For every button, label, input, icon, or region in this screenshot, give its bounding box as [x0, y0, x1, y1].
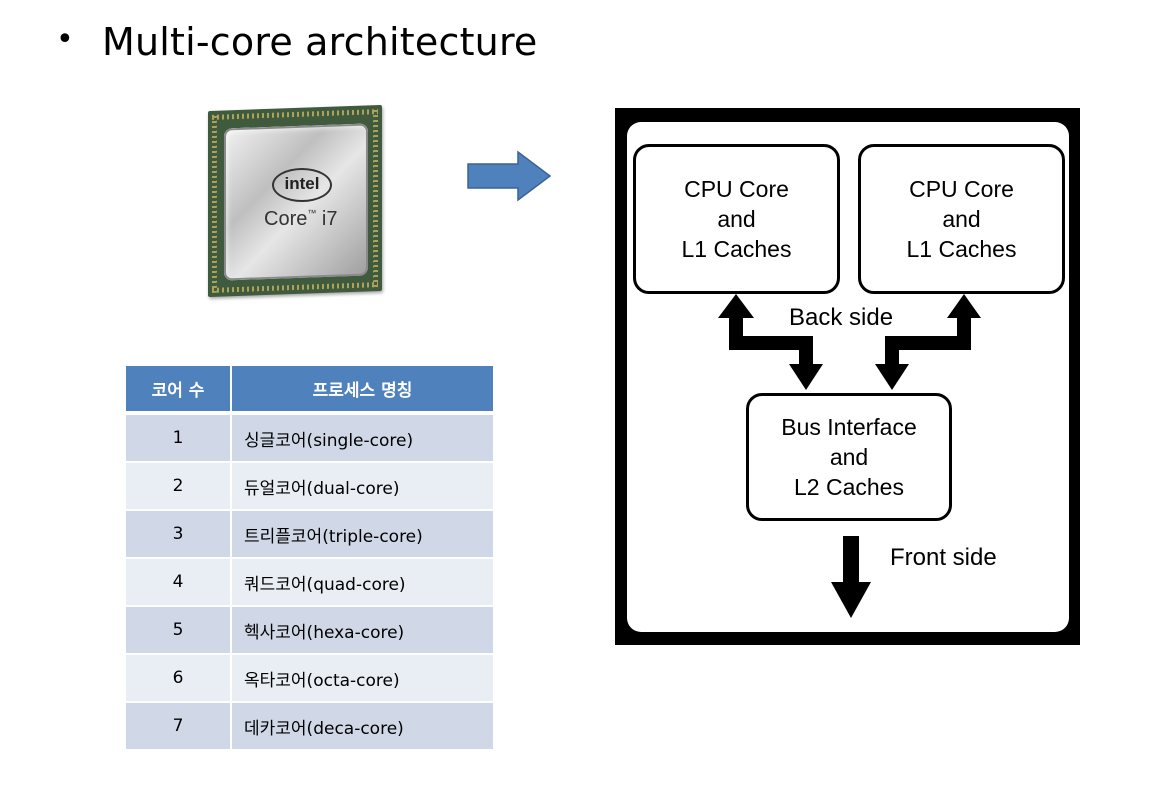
table-row: 4 쿼드코어(quad-core)	[126, 558, 493, 606]
chip-brand-logo: intel	[272, 168, 332, 202]
header-core-count: 코어 수	[126, 366, 232, 414]
core1-line-1: CPU Core	[684, 176, 789, 202]
core2-line-1: CPU Core	[909, 176, 1014, 202]
core1-line-3: L1 Caches	[681, 236, 792, 262]
cell-core-count: 2	[126, 462, 232, 510]
cpu-chip-image: intel Core™ i7	[208, 104, 384, 298]
front-side-arrow-icon	[831, 536, 871, 618]
cell-process-name: 옥타코어(octa-core)	[232, 654, 493, 702]
cell-process-name: 데카코어(deca-core)	[232, 702, 493, 750]
table-row: 6 옥타코어(octa-core)	[126, 654, 493, 702]
cell-process-name: 트리플코어(triple-core)	[232, 510, 493, 558]
cell-core-count: 4	[126, 558, 232, 606]
cpu-core-2-box: CPU Core and L1 Caches	[858, 144, 1065, 294]
cell-process-name: 헥사코어(hexa-core)	[232, 606, 493, 654]
core2-line-3: L1 Caches	[906, 236, 1017, 262]
cell-core-count: 7	[126, 702, 232, 750]
table-row: 7 데카코어(deca-core)	[126, 702, 493, 750]
core1-line-2: and	[717, 206, 756, 232]
title-bullet: •	[56, 22, 74, 57]
core2-line-2: and	[942, 206, 981, 232]
core-count-table: 코어 수 프로세스 명칭 1 싱글코어(single-core) 2 듀얼코어(…	[126, 366, 493, 750]
back-side-right-arrow-icon	[875, 294, 981, 390]
multicore-block-diagram: CPU Core and L1 Caches CPU Core and L1 C…	[615, 108, 1080, 645]
chip-model-label: Core™ i7	[264, 208, 338, 230]
cell-core-count: 6	[126, 654, 232, 702]
bus-line-3: L2 Caches	[794, 474, 904, 500]
table-row: 3 트리플코어(triple-core)	[126, 510, 493, 558]
table-header-row: 코어 수 프로세스 명칭	[126, 366, 493, 414]
chip-heat-spreader	[224, 123, 368, 281]
table-row: 2 듀얼코어(dual-core)	[126, 462, 493, 510]
slide-title: Multi-core architecture	[102, 20, 538, 64]
back-side-label: Back side	[789, 304, 894, 331]
header-process-name: 프로세스 명칭	[232, 366, 493, 414]
cell-process-name: 싱글코어(single-core)	[232, 414, 493, 462]
diagram-arrows	[718, 294, 981, 618]
table-row: 1 싱글코어(single-core)	[126, 414, 493, 462]
cell-core-count: 1	[126, 414, 232, 462]
right-arrow-icon	[467, 150, 552, 202]
table-row: 5 헥사코어(hexa-core)	[126, 606, 493, 654]
bus-line-1: Bus Interface	[781, 414, 917, 440]
cpu-core-1-box: CPU Core and L1 Caches	[633, 144, 840, 294]
cell-process-name: 쿼드코어(quad-core)	[232, 558, 493, 606]
bus-interface-box: Bus Interface and L2 Caches	[746, 393, 952, 521]
bus-line-2: and	[829, 444, 869, 470]
cell-core-count: 5	[126, 606, 232, 654]
back-side-left-arrow-icon	[718, 294, 823, 390]
cell-process-name: 듀얼코어(dual-core)	[232, 462, 493, 510]
front-side-label: Front side	[890, 544, 997, 571]
cell-core-count: 3	[126, 510, 232, 558]
